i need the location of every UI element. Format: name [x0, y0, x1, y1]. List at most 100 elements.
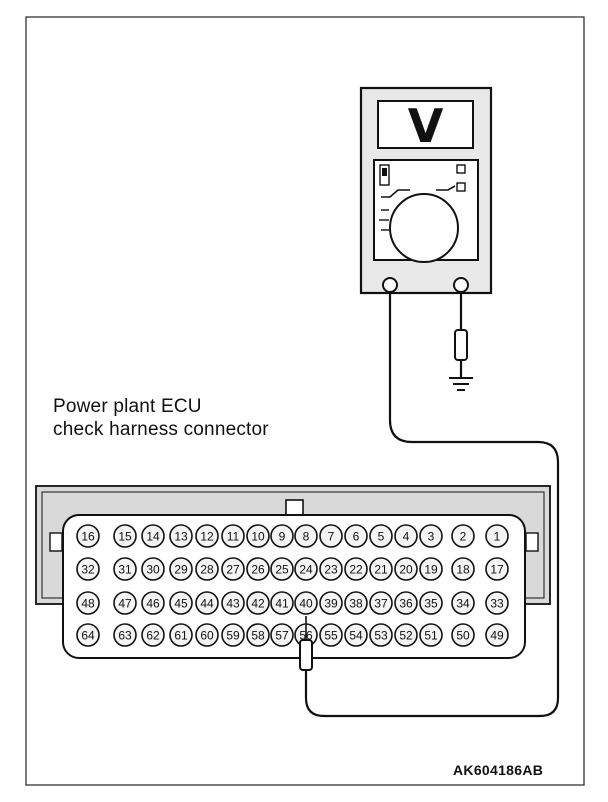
connector-pin-number: 1	[494, 530, 501, 544]
connector-pin-number: 62	[146, 629, 160, 643]
selector-dial	[389, 193, 459, 263]
connector-pin-number: 38	[349, 597, 363, 611]
connector-pin	[344, 524, 368, 548]
connector-pin-number: 20	[399, 563, 413, 577]
connector-pin	[246, 591, 270, 615]
connector-pin	[344, 591, 368, 615]
connector-pin	[485, 623, 509, 647]
connector-pin	[394, 591, 418, 615]
indicator-square-top	[456, 164, 466, 174]
connector-pin-number: 45	[174, 597, 188, 611]
connector-pin-number: 63	[118, 629, 132, 643]
connector-pin-number: 21	[374, 563, 388, 577]
connector-pin-number: 4	[403, 530, 410, 544]
connector-pin	[169, 623, 193, 647]
connector-pin-number: 40	[299, 597, 313, 611]
connector-pin-number: 36	[399, 597, 413, 611]
voltmeter-display-value: V	[408, 99, 444, 153]
connector-pin	[195, 557, 219, 581]
connector-pin-number: 12	[200, 530, 214, 544]
connector-pin	[141, 557, 165, 581]
connector-pin-number: 57	[275, 629, 289, 643]
ground-lead	[454, 292, 468, 378]
connector-pin	[369, 524, 393, 548]
connector-pin	[394, 623, 418, 647]
connector-pin	[270, 524, 294, 548]
connector-pin-number: 54	[349, 629, 363, 643]
connector-pin-number: 58	[251, 629, 265, 643]
connector-pin	[221, 623, 245, 647]
connector-pin-number: 46	[146, 597, 160, 611]
connector-pin	[294, 591, 318, 615]
connector-pin-number: 53	[374, 629, 388, 643]
probe-jack-negative	[453, 277, 469, 293]
connector-pin-number: 25	[275, 563, 289, 577]
connector-pin-number: 5	[378, 530, 385, 544]
connector-pin	[221, 591, 245, 615]
connector-pin-number: 22	[349, 563, 363, 577]
connector-pin	[319, 524, 343, 548]
voltmeter-display	[377, 100, 474, 149]
connector-pin-number: 42	[251, 597, 265, 611]
connector-pin	[76, 623, 100, 647]
connector-pin-number: 61	[174, 629, 188, 643]
connector-pin-number: 39	[324, 597, 338, 611]
connector-pin	[451, 557, 475, 581]
connector-pin	[246, 623, 270, 647]
connector-pin-number: 3	[428, 530, 435, 544]
connector-pin-number: 34	[456, 597, 470, 611]
connector-pin-number: 6	[353, 530, 360, 544]
connector-pin-number: 64	[81, 629, 95, 643]
connector-pin	[113, 623, 137, 647]
connector-pin	[195, 623, 219, 647]
connector-pin	[485, 557, 509, 581]
connector-pin	[270, 557, 294, 581]
connector-pin-number: 41	[275, 597, 289, 611]
connector-pin	[270, 623, 294, 647]
connector-pin-number: 29	[174, 563, 188, 577]
back-probe-body	[299, 639, 313, 671]
connector-pin	[369, 623, 393, 647]
connector-pin	[394, 557, 418, 581]
connector-pin-number: 27	[226, 563, 240, 577]
connector-pin-number: 2	[460, 530, 467, 544]
connector-caption-line-1: Power plant ECU	[53, 396, 202, 417]
connector-pin	[369, 591, 393, 615]
connector-pin-number: 17	[490, 563, 504, 577]
connector-pin	[369, 557, 393, 581]
connector-pin-number: 49	[490, 629, 504, 643]
connector-pin	[169, 557, 193, 581]
connector-caption-line-2: check harness connector	[53, 419, 269, 440]
connector-pin	[270, 591, 294, 615]
connector-pin-number: 44	[200, 597, 214, 611]
connector-pin-number: 35	[424, 597, 438, 611]
connector-pin	[76, 557, 100, 581]
voltmeter: V	[359, 86, 493, 295]
connector-pin-number: 59	[226, 629, 240, 643]
connector-pin-number: 8	[303, 530, 310, 544]
connector-latch	[285, 499, 304, 517]
connector-pin-number: 18	[456, 563, 470, 577]
range-scale-right	[436, 185, 456, 191]
connector-pin-number: 52	[399, 629, 413, 643]
connector-side-tab-right	[525, 532, 539, 552]
connector-pin	[451, 623, 475, 647]
connector-pin-number: 47	[118, 597, 132, 611]
connector-pin-number: 60	[200, 629, 214, 643]
connector-pin	[319, 623, 343, 647]
connector-pin	[221, 524, 245, 548]
connector-pin	[319, 591, 343, 615]
connector-pin	[246, 524, 270, 548]
connector-pin-number: 30	[146, 563, 160, 577]
connector-pin	[169, 524, 193, 548]
figure-frame	[25, 16, 585, 786]
connector-pin-number: 23	[324, 563, 338, 577]
connector-pin	[344, 623, 368, 647]
connector-pin-number: 11	[227, 530, 240, 544]
connector-pin-number: 10	[251, 530, 265, 544]
connector-pin	[451, 591, 475, 615]
connector-pin-number: 33	[490, 597, 504, 611]
